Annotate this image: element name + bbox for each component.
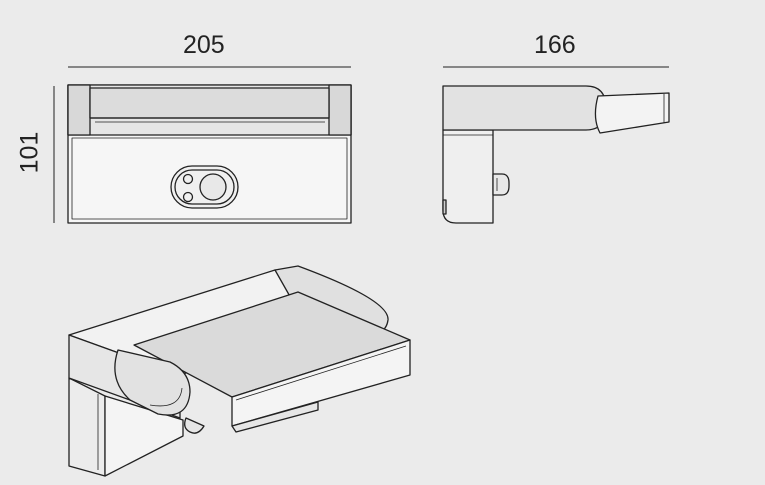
iso-left-arm-inner (149, 387, 183, 407)
iso-bracket-front (68, 377, 106, 477)
side-lamp-panel (594, 92, 670, 134)
iso-lamp-underside (231, 401, 319, 433)
front-left-cap (67, 84, 91, 136)
iso-lamp-front-edge (235, 345, 407, 401)
sensor-indicator-bottom (182, 191, 194, 203)
side-wall-bracket (442, 129, 494, 224)
isometric-view (68, 265, 411, 477)
dimension-depth-label: 166 (534, 31, 576, 59)
front-right-cap (328, 84, 352, 136)
front-view (67, 84, 352, 224)
iso-left-arm (114, 349, 191, 416)
side-view (442, 85, 670, 224)
side-sensor (492, 173, 510, 196)
front-panel (89, 87, 330, 119)
dimension-height-label: 101 (15, 131, 44, 174)
front-inner-outline (71, 137, 348, 220)
sensor-housing-inner (174, 169, 235, 205)
dimension-width-label: 205 (183, 31, 225, 59)
sensor-indicator-top (182, 173, 194, 185)
side-head (442, 85, 607, 131)
sensor-lens (199, 173, 227, 201)
side-wall-notch (442, 199, 447, 215)
iso-sensor (184, 417, 205, 434)
iso-lamp-front (231, 339, 411, 427)
